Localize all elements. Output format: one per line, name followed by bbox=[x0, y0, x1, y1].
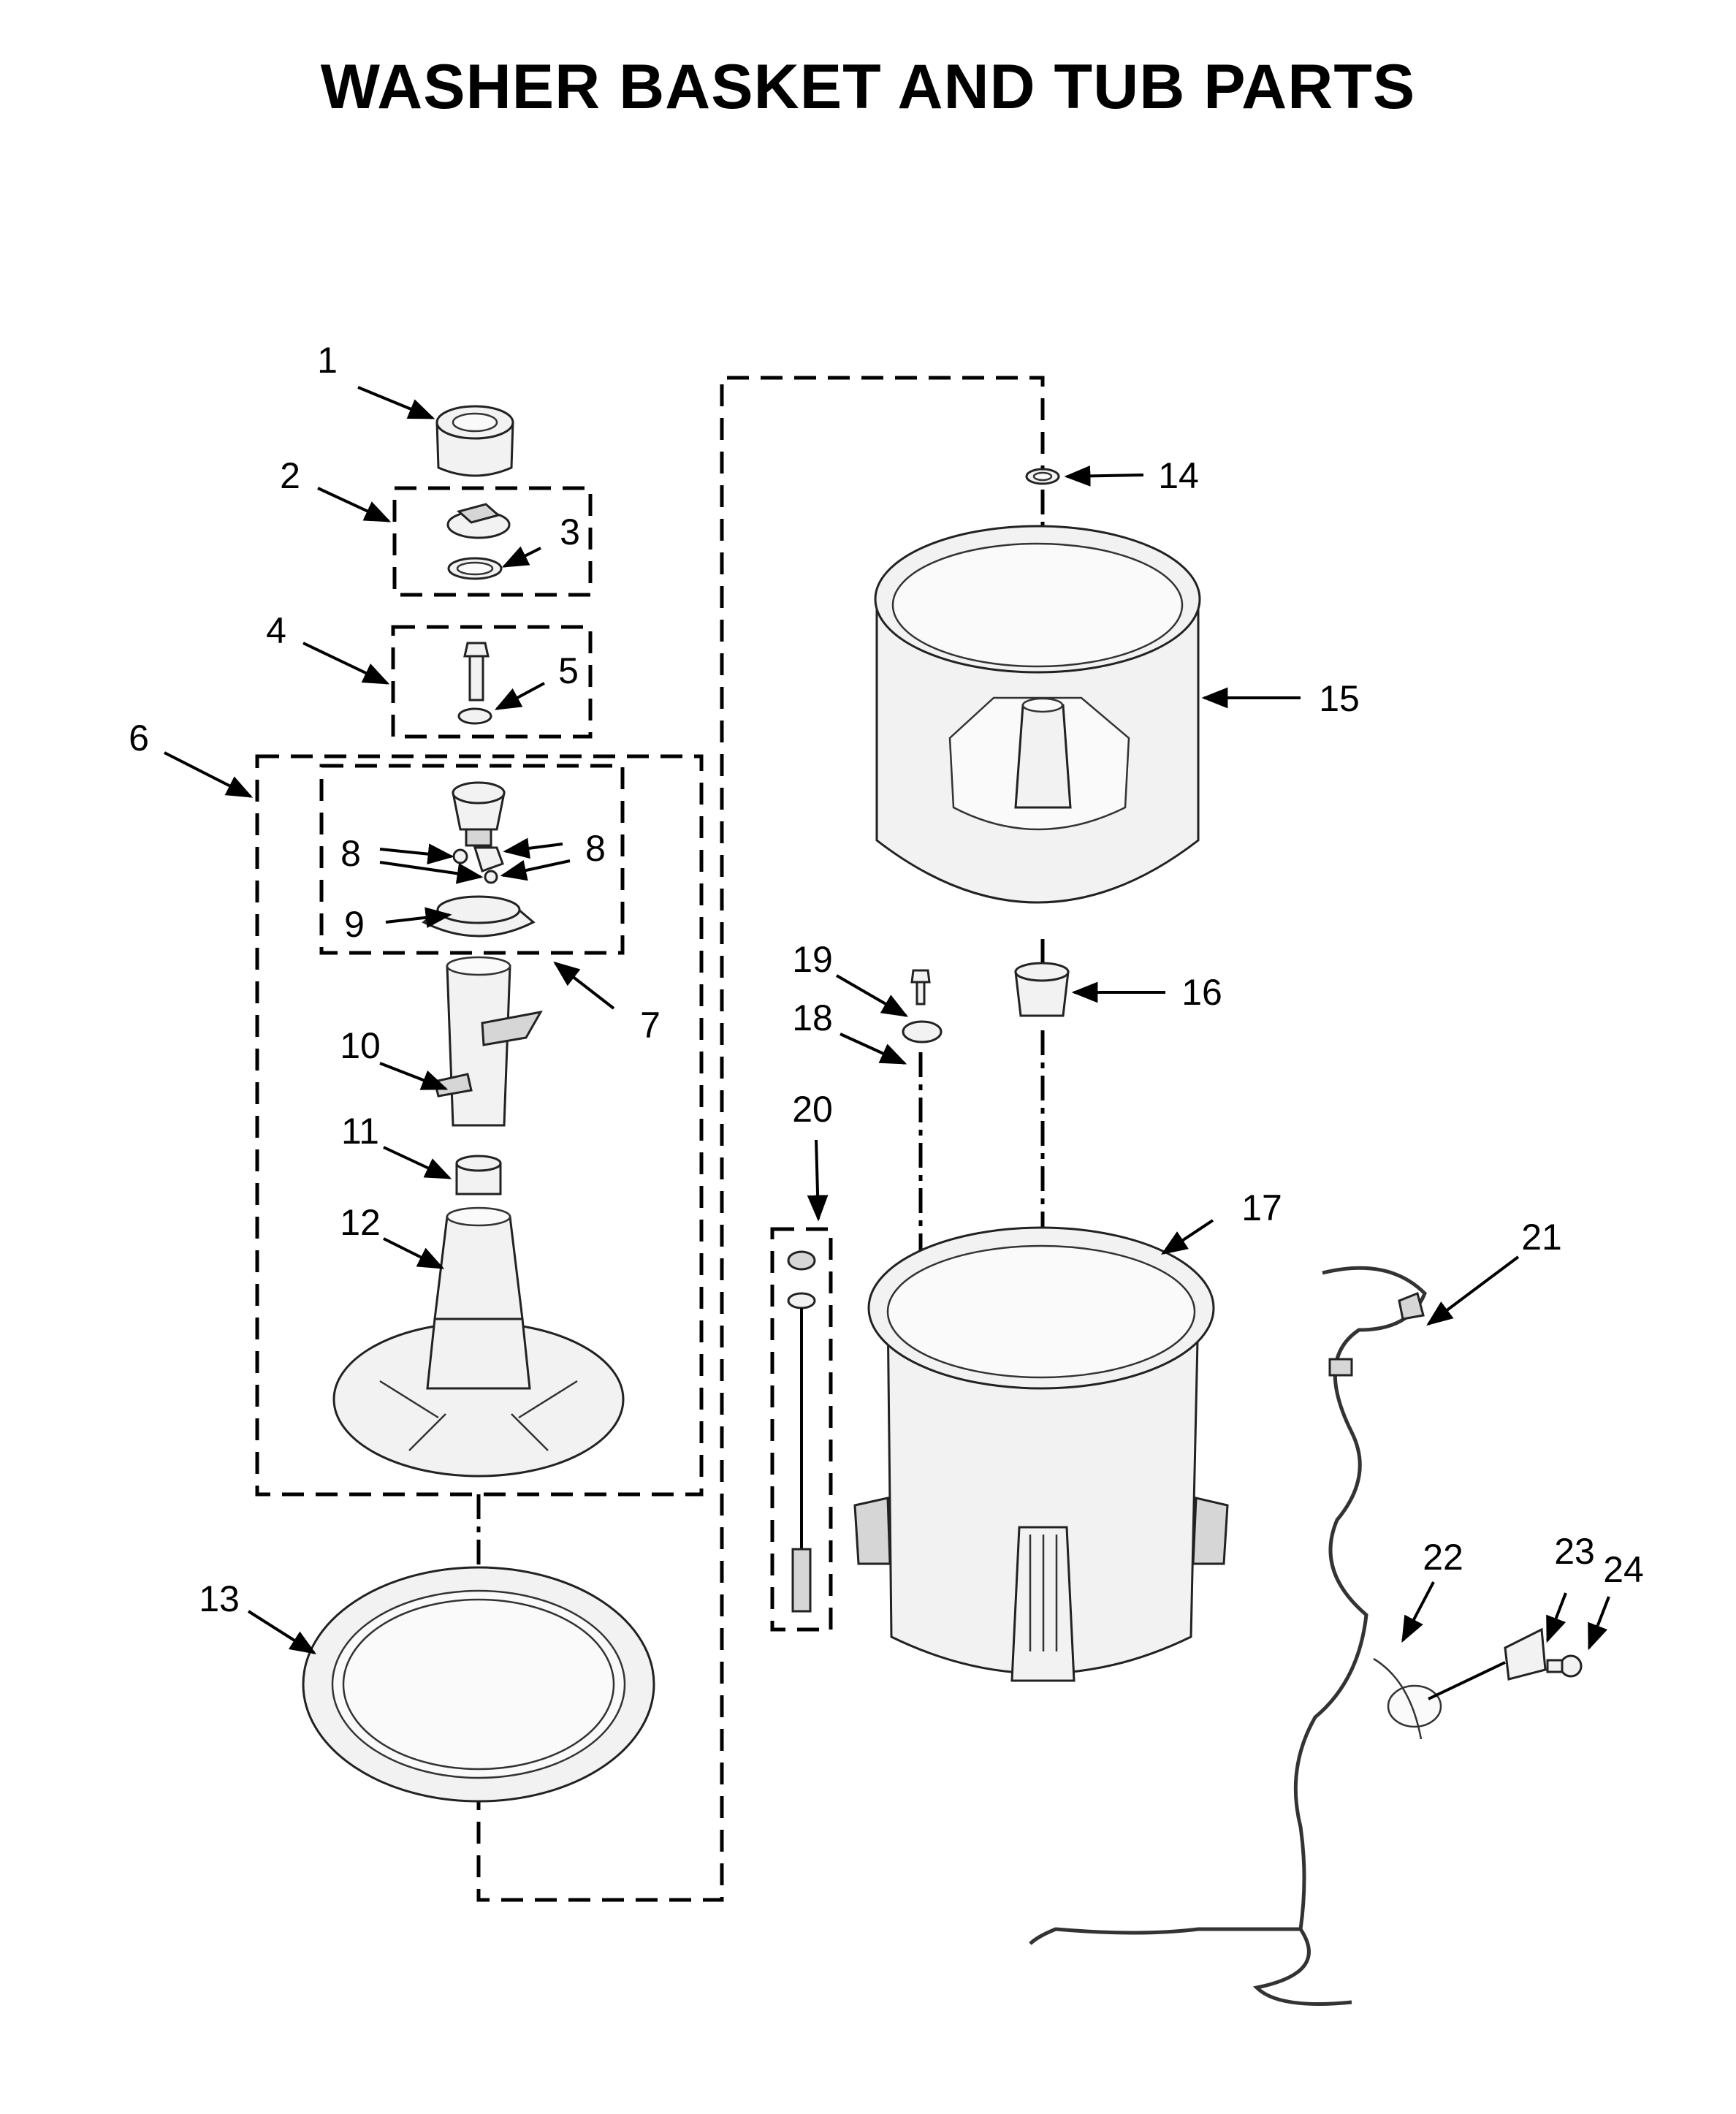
part-16-hub bbox=[1014, 962, 1070, 1017]
part-2-cam bbox=[446, 503, 511, 539]
callout-8-right: 8 bbox=[585, 828, 606, 869]
callout-3: 3 bbox=[560, 512, 580, 552]
callout-19: 19 bbox=[792, 939, 833, 980]
callout-2: 2 bbox=[280, 455, 300, 496]
part-7-drive-assembly bbox=[452, 781, 506, 847]
part-11-bushing bbox=[455, 1155, 502, 1195]
callout-22: 22 bbox=[1423, 1537, 1463, 1578]
part-15-basket bbox=[874, 525, 1201, 904]
callout-17: 17 bbox=[1241, 1187, 1282, 1228]
part-23-clamp bbox=[1428, 1627, 1547, 1700]
part-12-impeller bbox=[332, 1206, 625, 1478]
callout-8-left: 8 bbox=[340, 833, 361, 874]
part-20-suspension-rod bbox=[787, 1250, 816, 1613]
callout-1: 1 bbox=[317, 340, 338, 381]
part-1-cap bbox=[435, 405, 514, 477]
callout-16: 16 bbox=[1181, 972, 1222, 1013]
callout-18: 18 bbox=[792, 997, 833, 1038]
callout-13: 13 bbox=[199, 1578, 240, 1619]
callout-11: 11 bbox=[341, 1111, 379, 1152]
part-19-screw bbox=[910, 969, 931, 1005]
callout-20: 20 bbox=[792, 1089, 833, 1130]
part-8-coupler-clips bbox=[452, 846, 504, 884]
part-22-wire-tie bbox=[1373, 1657, 1442, 1740]
part-24-screw bbox=[1546, 1654, 1583, 1678]
callout-7: 7 bbox=[640, 1005, 660, 1046]
callout-15: 15 bbox=[1319, 678, 1360, 719]
group-box-20 bbox=[770, 1227, 833, 1632]
callout-10: 10 bbox=[340, 1025, 381, 1066]
callout-12: 12 bbox=[340, 1202, 381, 1243]
part-10-agitator-tube bbox=[433, 956, 543, 1127]
callout-14: 14 bbox=[1158, 455, 1199, 496]
callout-4: 4 bbox=[266, 610, 286, 651]
callout-9: 9 bbox=[344, 904, 365, 945]
part-5-washer bbox=[457, 707, 492, 725]
group-box-6 bbox=[255, 754, 704, 1497]
page-title: WASHER BASKET AND TUB PARTS bbox=[320, 52, 1416, 122]
callout-6: 6 bbox=[129, 718, 149, 758]
group-box-2 bbox=[392, 486, 593, 597]
part-13-balance-ring bbox=[302, 1566, 655, 1803]
part-14-spanner-nut bbox=[1025, 468, 1060, 485]
part-21-wire-harness bbox=[1029, 1266, 1427, 2006]
assembly-path-line bbox=[476, 376, 1045, 1902]
group-box-7 bbox=[319, 764, 625, 955]
part-4-bolt bbox=[463, 642, 490, 702]
part-18-cap bbox=[902, 1020, 943, 1043]
callout-23: 23 bbox=[1554, 1531, 1595, 1572]
group-box-4 bbox=[391, 625, 593, 739]
callout-24: 24 bbox=[1603, 1549, 1644, 1590]
part-17-outer-tub bbox=[853, 1226, 1229, 1682]
callout-21: 21 bbox=[1521, 1217, 1562, 1258]
callout-5: 5 bbox=[558, 650, 579, 691]
